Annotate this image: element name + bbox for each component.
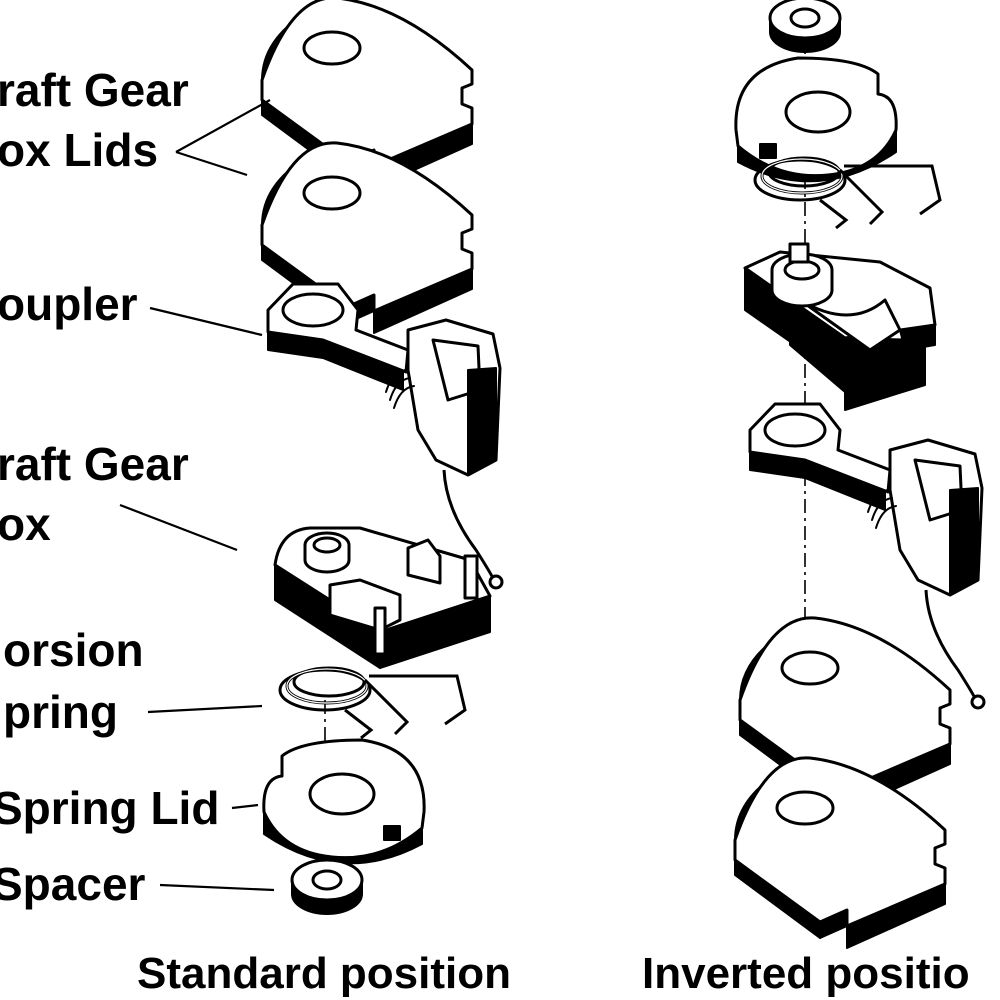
spring-lid-icon [262,738,426,865]
spacer-icon [768,0,842,54]
leader-line-spring-lid [231,803,259,810]
leader-line-lids [175,99,271,177]
leader-line-coupler [149,306,263,337]
label-spacer: Spacer [0,858,146,910]
label-torsion-spring-line1: orsion [3,624,144,676]
label-torsion-spring-line2: pring [3,686,118,738]
draft-gear-box-icon [743,242,937,411]
label-draft-gear-box-lids-line1: raft Gear [0,64,189,116]
leader-line-box [119,503,238,552]
leader-line-spacer [159,883,275,892]
caption-inverted-position: Inverted positio [642,949,970,998]
label-draft-gear-box-line2: ox [0,498,51,550]
label-coupler: oupler [0,278,138,330]
label-draft-gear-box-line1: raft Gear [0,438,189,490]
draft-gear-box-icon [273,526,492,669]
label-draft-gear-box-lids-line2: ox Lids [0,124,158,176]
torsion-spring-icon [278,666,467,740]
spring-lid-icon [734,56,898,183]
spacer-icon [290,858,364,916]
leader-line-torsion-spring [147,704,263,714]
draft-gear-box-lid-icon [733,756,947,950]
label-spring-lid: Spring Lid [0,782,219,834]
caption-standard-position: Standard position [137,949,511,998]
